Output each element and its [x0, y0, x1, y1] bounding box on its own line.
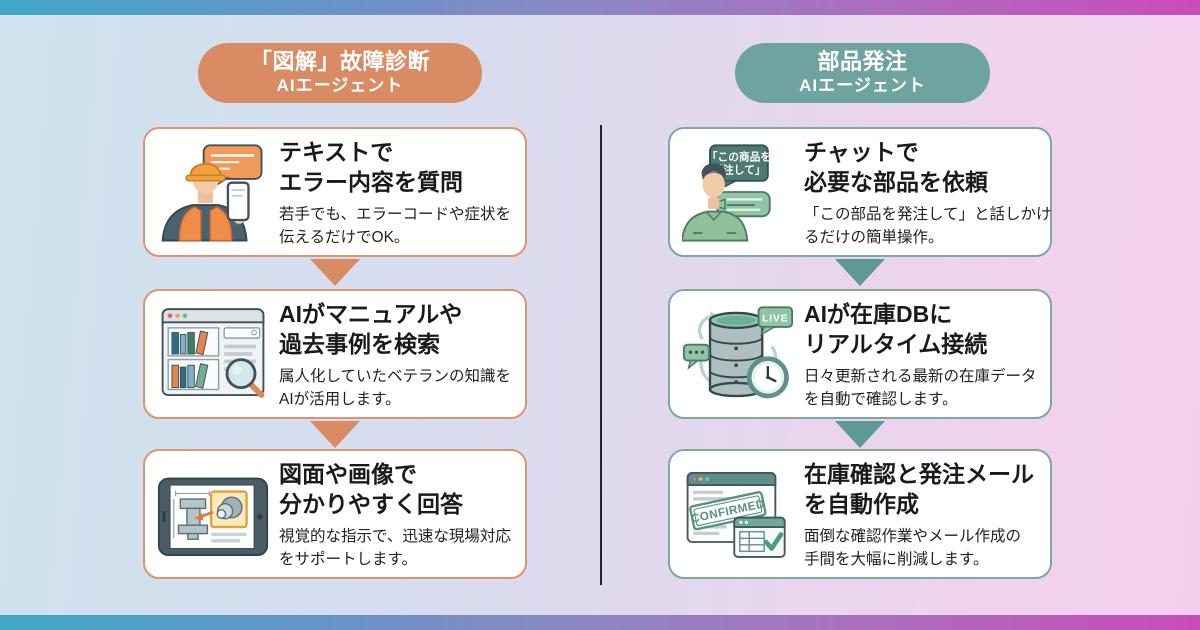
- live-badge-label: LIVE: [762, 313, 789, 324]
- confirmed-mail-illustration: CONFIRMED: [682, 462, 794, 566]
- gradient-border-top: [0, 0, 1200, 15]
- column-divider: [600, 125, 602, 585]
- down-arrow: [310, 259, 360, 286]
- step-title: テキストで エラー内容を質問: [279, 138, 463, 196]
- step-card-ordering-3: CONFIRMED 在庫確認と発注メール を自動作成 面倒な確認作業やメール作成…: [668, 449, 1052, 579]
- step-description: 視覚的な指示で、迅速な現場対応 をサポートします。: [279, 527, 511, 568]
- down-arrow: [835, 259, 885, 286]
- chat-request-illustration: 「この商品を 発注して」: [682, 140, 794, 244]
- step-title: AIがマニュアルや 過去事例を検索: [279, 300, 463, 358]
- step-card-ordering-1: 「この商品を 発注して」 チャットで 必要な部品を依頼: [668, 127, 1052, 257]
- step-description: 「この部品を発注して」と話しかけ るだけの簡単操作。: [804, 205, 1052, 246]
- header-line2: AIエージェント: [799, 76, 926, 96]
- step-title: AIが在庫DBに リアルタイム接続: [804, 300, 988, 358]
- down-arrow: [310, 421, 360, 448]
- manual-search-illustration: [157, 302, 269, 406]
- step-card-diagnosis-1: テキストで エラー内容を質問 若手でも、エラーコードや症状を 伝えるだけでOK。: [143, 127, 527, 257]
- step-description: 属人化していたベテランの知識を AIが活用します。: [279, 367, 512, 408]
- diagnosis-agent-header: 「図解」故障診断 AIエージェント: [198, 43, 482, 103]
- chat-bubble-text-line1: 「この商品を: [707, 150, 771, 163]
- tablet-diagram-illustration: [157, 462, 269, 566]
- step-card-diagnosis-2: AIがマニュアルや 過去事例を検索 属人化していたベテランの知識を AIが活用し…: [143, 289, 527, 419]
- step-title: 在庫確認と発注メール を自動作成: [804, 460, 1034, 518]
- step-title: チャットで 必要な部品を依頼: [804, 138, 988, 196]
- header-line1: 部品発注: [817, 49, 908, 75]
- worker-phone-illustration: [157, 140, 269, 244]
- step-card-ordering-2: LIVE AIが在庫DBに リアルタイム接続 日々更新される最新の在庫データ を…: [668, 289, 1052, 419]
- header-line1: 「図解」故障診断: [249, 49, 430, 75]
- step-description: 日々更新される最新の在庫データ を自動で確認します。: [804, 367, 1037, 408]
- gradient-border-bottom: [0, 615, 1200, 630]
- step-card-diagnosis-3: 図面や画像で 分かりやすく回答 視覚的な指示で、迅速な現場対応 をサポートします…: [143, 449, 527, 579]
- down-arrow: [835, 421, 885, 448]
- step-description: 若手でも、エラーコードや症状を 伝えるだけでOK。: [279, 205, 512, 246]
- ordering-agent-header: 部品発注 AIエージェント: [735, 43, 990, 103]
- database-live-illustration: LIVE: [682, 302, 794, 406]
- header-line2: AIエージェント: [276, 76, 404, 96]
- step-description: 面倒な確認作業やメール作成の 手間を大幅に削減します。: [804, 527, 1022, 568]
- step-title: 図面や画像で 分かりやすく回答: [279, 460, 463, 518]
